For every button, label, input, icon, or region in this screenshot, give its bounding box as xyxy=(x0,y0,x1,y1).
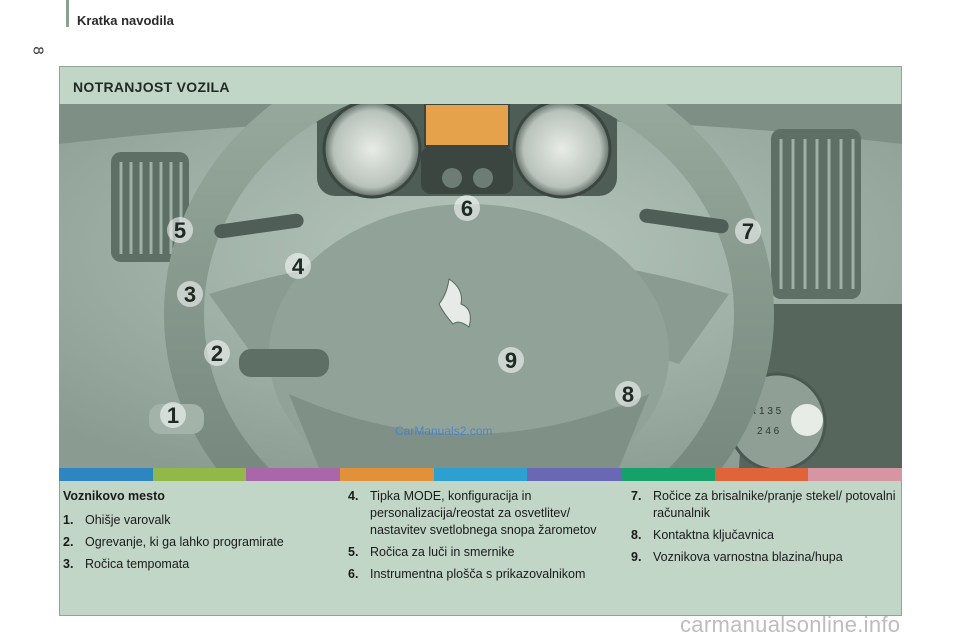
color-strip-segment xyxy=(621,468,715,481)
callout-4: 4 xyxy=(292,254,305,279)
item-number: 3. xyxy=(63,557,74,571)
page-number: 8 xyxy=(29,46,47,55)
item-text: Ročice za brisalnike/pranje stekel/ poto… xyxy=(653,489,896,520)
text-column-2: 4. Tipka MODE, konfiguracija in personali… xyxy=(348,488,618,588)
site-watermark: carmanualsonline.info xyxy=(680,612,901,637)
list-item: 3. Ročica tempomata xyxy=(63,556,333,573)
photo-watermark: CarManuals2.com xyxy=(395,424,493,438)
item-text: Ročica tempomata xyxy=(85,557,190,571)
section-title: NOTRANJOST VOZILA xyxy=(73,79,230,95)
callout-6: 6 xyxy=(461,196,473,221)
item-number: 9. xyxy=(631,550,642,564)
color-strip-segment xyxy=(808,468,903,481)
item-number: 7. xyxy=(631,489,642,503)
color-strip-segment xyxy=(527,468,622,481)
callout-3: 3 xyxy=(184,282,196,307)
subheading: Voznikovo mesto xyxy=(63,489,165,503)
item-number: 6. xyxy=(348,567,359,581)
callout-8: 8 xyxy=(622,382,634,407)
color-strip-segment xyxy=(340,468,434,481)
callout-9: 9 xyxy=(505,348,517,373)
color-strip-segment xyxy=(714,468,809,481)
list-item: 8. Kontaktna ključavnica xyxy=(631,527,896,544)
list-item: 9. Voznikova varnostna blazina/hupa xyxy=(631,549,896,566)
header-title: Kratka navodila xyxy=(77,13,174,28)
item-number: 8. xyxy=(631,528,642,542)
list-item: 2. Ogrevanje, ki ga lahko programirate xyxy=(63,534,333,551)
list-item: 5. Ročica za luči in smernike xyxy=(348,544,618,561)
dashboard-illustration: R 1 3 5 2 4 6 1 2 3 4 5 xyxy=(59,104,902,468)
item-number: 5. xyxy=(348,545,359,559)
color-strip-segment xyxy=(152,468,247,481)
item-number: 2. xyxy=(63,535,74,549)
item-text: Voznikova varnostna blazina/hupa xyxy=(653,550,843,564)
dashboard-svg: R 1 3 5 2 4 6 1 2 3 4 5 xyxy=(59,104,902,468)
callout-badges: 1 2 3 4 5 6 7 8 9 xyxy=(160,195,761,428)
item-text: Ročica za luči in smernike xyxy=(370,545,515,559)
list-item: 1. Ohišje varovalk xyxy=(63,512,333,529)
svg-text:R 1 3 5: R 1 3 5 xyxy=(749,406,782,417)
item-text: Tipka MODE, konfiguracija in personaliza… xyxy=(370,489,597,537)
item-text: Kontaktna ključavnica xyxy=(653,528,774,542)
callout-2: 2 xyxy=(211,341,223,366)
item-number: 4. xyxy=(348,489,359,503)
color-strip-segment xyxy=(246,468,341,481)
list-item: 4. Tipka MODE, konfiguracija in personali… xyxy=(348,488,618,539)
list-item: 6. Instrumentna plošča s prikazovalnikom xyxy=(348,566,618,583)
text-column-1: Voznikovo mesto 1. Ohišje varovalk 2. Ogre… xyxy=(63,488,333,578)
item-number: 1. xyxy=(63,513,74,527)
text-column-3: 7. Ročice za brisalnike/pranje stekel/ po… xyxy=(631,488,896,571)
item-text: Instrumentna plošča s prikazovalnikom xyxy=(370,567,586,581)
svg-text:2 4 6: 2 4 6 xyxy=(757,426,780,437)
color-strip-segment xyxy=(59,468,153,481)
item-text: Ohišje varovalk xyxy=(85,513,171,527)
color-strip-segment xyxy=(433,468,528,481)
header-accent-bar xyxy=(66,0,69,27)
callout-5: 5 xyxy=(174,218,186,243)
callout-7: 7 xyxy=(742,219,754,244)
callout-1: 1 xyxy=(167,403,179,428)
color-strip xyxy=(59,468,903,481)
list-item: 7. Ročice za brisalnike/pranje stekel/ po… xyxy=(631,488,896,522)
item-text: Ogrevanje, ki ga lahko programirate xyxy=(85,535,284,549)
